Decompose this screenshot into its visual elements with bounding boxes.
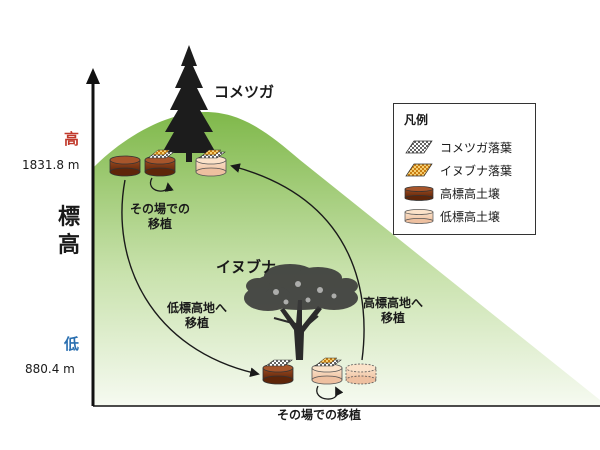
elevation-axis-arrowhead (86, 68, 100, 84)
transplant-to-high-arrow (230, 163, 365, 361)
in-place-high-line2: 移植 (147, 217, 172, 231)
high-soil-swatch-icon (404, 186, 434, 201)
high-site-pot-low-soil (195, 149, 227, 177)
high-site-pot-high-soil-1 (109, 155, 141, 177)
legend-label: コメツガ落葉 (440, 140, 513, 155)
mountain-slope (93, 112, 600, 406)
to-low-caption: 低標高地へ 移植 (152, 301, 242, 331)
axis-high-marker: 高 (64, 130, 80, 148)
legend-item-high-soil: 高標高土壌 (404, 184, 500, 202)
axis-title-top: 標 (58, 205, 81, 230)
in-place-high-caption: その場での 移植 (118, 202, 202, 232)
broadleaf-tree-icon (244, 264, 358, 360)
legend-label: イヌブナ落葉 (440, 163, 513, 178)
fir-litter-swatch-icon (405, 163, 433, 177)
low-soil-swatch-icon (404, 209, 434, 224)
axis-title-bottom: 高 (58, 233, 81, 258)
to-high-caption: 高標高地へ 移植 (348, 296, 438, 326)
legend-label: 高標高土壌 (440, 186, 501, 201)
legend-item-hemlock-litter: コメツガ落葉 (404, 138, 512, 156)
in-place-high-arrow (149, 177, 174, 192)
hemlock-tree-icon (162, 45, 216, 162)
transplant-to-low-arrow (121, 179, 260, 378)
low-elevation-value: 880.4 m (25, 362, 75, 376)
high-elevation-value: 1831.8 m (22, 158, 80, 172)
legend-item-fir-litter: イヌブナ落葉 (404, 161, 512, 179)
to-high-line1: 高標高地へ (362, 296, 423, 310)
axis-low-marker: 低 (64, 335, 80, 353)
to-low-line1: 低標高地へ (166, 301, 227, 315)
legend-label: 低標高土壌 (440, 209, 501, 224)
in-place-low-caption: その場での移植 (277, 408, 362, 422)
low-site-pot-low-soil-1 (311, 357, 343, 385)
legend-item-low-soil: 低標高土壌 (404, 207, 500, 225)
legend: 凡例 コメツガ落葉 イヌブナ落葉 高標高土壌 低標高土壌 (393, 103, 536, 235)
in-place-high-line1: その場での (129, 202, 190, 216)
legend-title: 凡例 (404, 113, 429, 127)
high-site-pot-high-soil-2 (144, 149, 176, 177)
low-site-pot-low-soil-2 (345, 363, 377, 385)
to-low-line2: 移植 (184, 316, 209, 330)
fir-label: イヌブナ (216, 258, 277, 276)
hemlock-litter-swatch-icon (405, 140, 433, 154)
in-place-low-arrow (316, 385, 344, 400)
low-site-pot-high-soil (262, 359, 294, 385)
to-high-line2: 移植 (380, 311, 405, 325)
hemlock-label: コメツガ (214, 83, 275, 101)
